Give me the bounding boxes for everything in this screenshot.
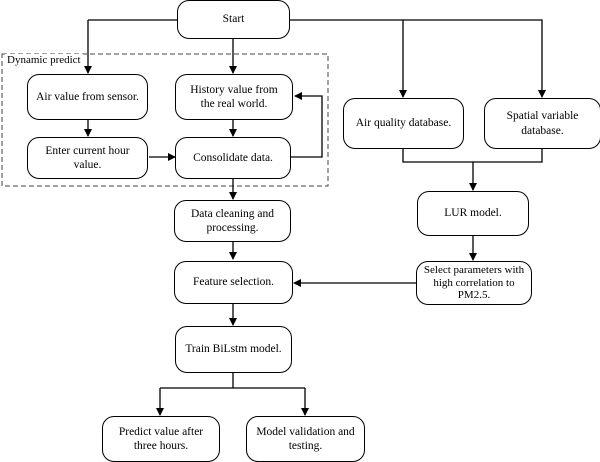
train-model-node: Train BiLstm model. bbox=[175, 326, 292, 373]
start-node: Start bbox=[177, 0, 290, 39]
dynamic-predict-group-box bbox=[1, 53, 329, 187]
spatial-db-node: Spatial variable database. bbox=[484, 98, 600, 149]
edge-start-to-air-db bbox=[290, 19, 407, 98]
feature-selection-node: Feature selection. bbox=[174, 261, 293, 304]
edge-consolidate-feedback bbox=[291, 92, 323, 158]
edge-air-db-merge bbox=[402, 148, 543, 163]
edge-start-to-bus bbox=[88, 19, 177, 73]
history-node: History value from the real world. bbox=[175, 74, 293, 120]
air-sensor-node: Air value from sensor. bbox=[27, 74, 148, 120]
edge-start-to-spatial-db bbox=[403, 19, 546, 98]
data-cleaning-node: Data cleaning and processing. bbox=[174, 200, 291, 242]
air-quality-db-node: Air quality database. bbox=[343, 98, 464, 149]
lur-model-node: LUR model. bbox=[417, 191, 529, 236]
dynamic-predict-label: Dynamic predict bbox=[5, 54, 83, 66]
model-validation-node: Model validation and testing. bbox=[246, 416, 365, 462]
predict-node: Predict value after three hours. bbox=[102, 416, 220, 462]
select-parameters-node: Select parameters with high correlation … bbox=[416, 261, 532, 305]
current-hour-node: Enter current hour value. bbox=[27, 137, 148, 179]
edge-train-split bbox=[160, 373, 305, 389]
consolidate-node: Consolidate data. bbox=[175, 137, 291, 179]
